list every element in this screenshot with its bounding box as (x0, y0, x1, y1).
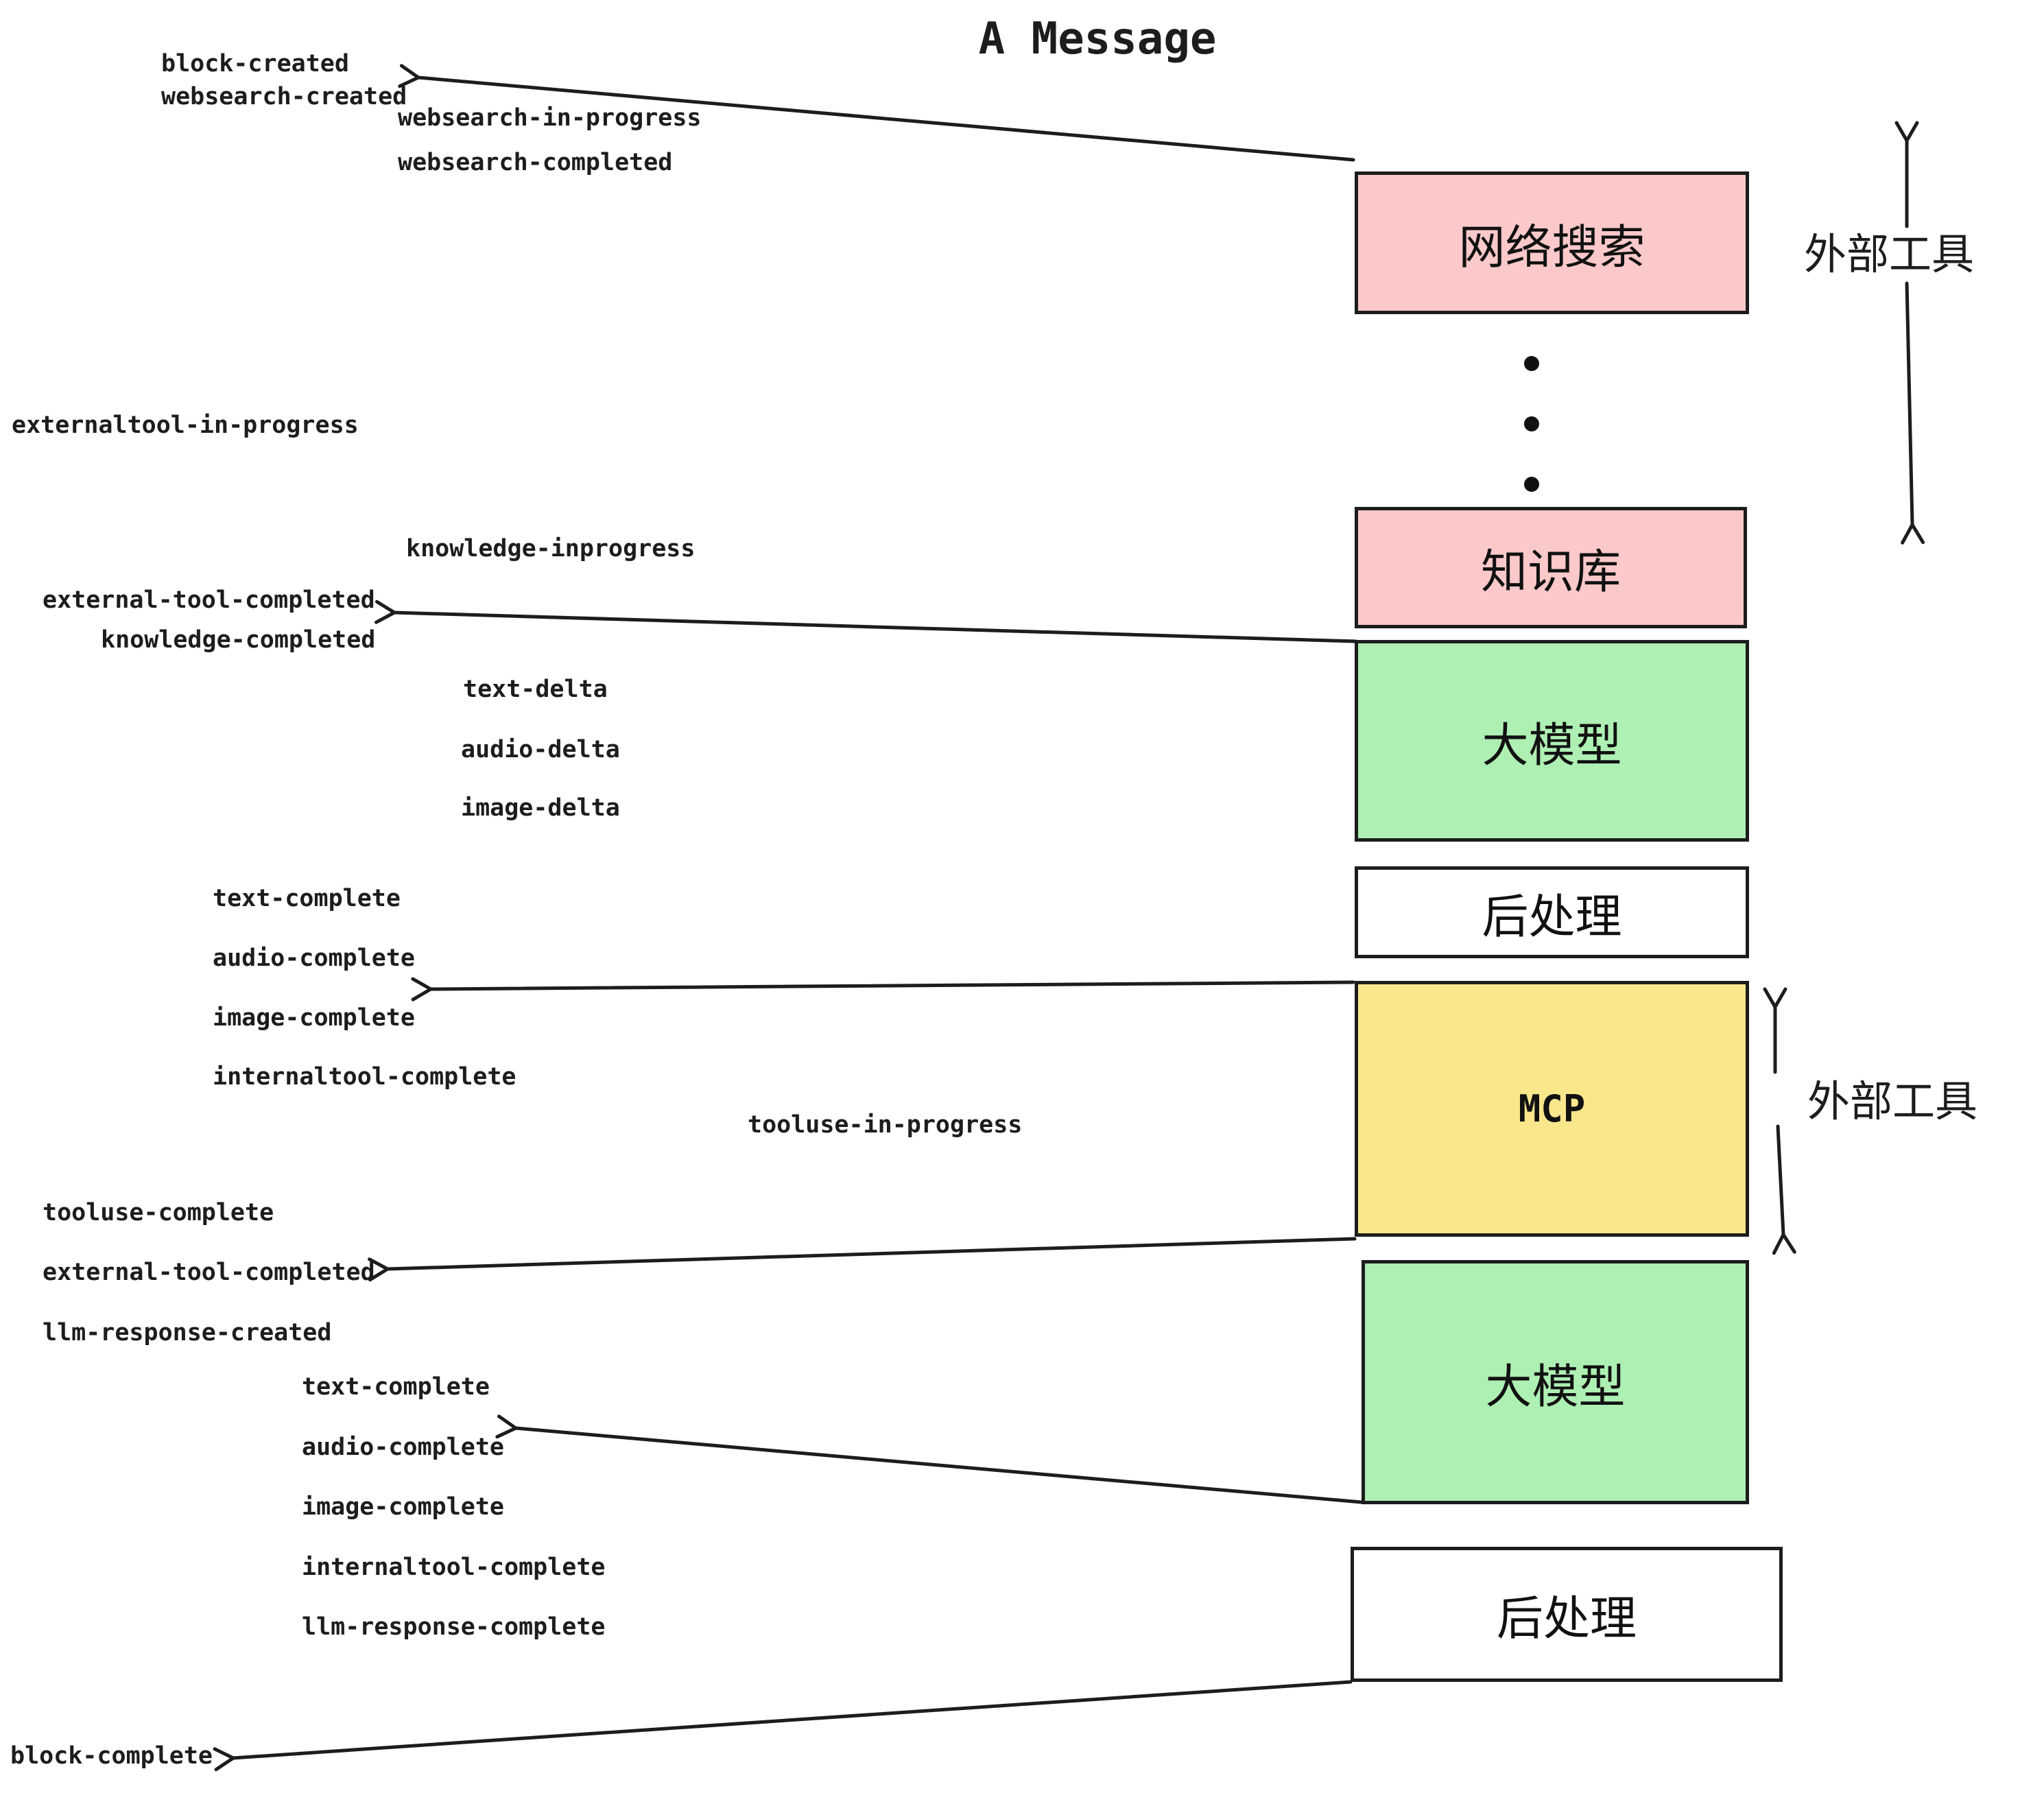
arrow-external-tool-down-1 (1901, 281, 1925, 545)
box-postprocess-1: 后处理 (1355, 866, 1749, 958)
event-label-audio-delta: audio-delta (461, 736, 620, 763)
box-llm-1: 大模型 (1355, 640, 1749, 842)
event-label-knowledge-completed: knowledge-completed (101, 626, 376, 654)
event-label-tooluse-in-progress: tooluse-in-progress (748, 1111, 1023, 1139)
side-label-external-tools-2: 外部工具 (1807, 1076, 1978, 1126)
event-label-internaltool-complete: internaltool-complete (302, 1554, 606, 1581)
event-label-llm-response-complete: llm-response-complete (302, 1613, 606, 1641)
event-label-externaltool-in-progress: externaltool-in-progress (12, 412, 359, 439)
arrow-llm2-to-audio-complete (495, 1414, 1364, 1504)
arrow-external-tool-down-2 (1772, 1124, 1796, 1255)
arrow-postprocess2-to-block-complete (213, 1680, 1353, 1772)
event-label-block-complete: block-complete (10, 1742, 213, 1770)
event-label-image-delta: image-delta (461, 794, 620, 822)
event-label-llm-response-created: llm-response-created (43, 1319, 332, 1346)
event-label-text-complete: text-complete (213, 885, 401, 912)
box-knowledge: 知识库 (1355, 507, 1747, 628)
event-label-external-tool-completed: external-tool-completed (43, 586, 375, 614)
event-label-internaltool-complete: internaltool-complete (213, 1063, 516, 1091)
event-label-knowledge-inprogress: knowledge-inprogress (406, 535, 696, 562)
event-label-tooluse-complete: tooluse-complete (43, 1199, 274, 1226)
ellipsis-dot (1524, 356, 1539, 371)
event-label-external-tool-completed: external-tool-completed (43, 1259, 375, 1286)
event-label-websearch-in-progress: websearch-in-progress (398, 104, 702, 132)
ellipsis-dot (1524, 416, 1539, 431)
box-mcp: MCP (1355, 981, 1749, 1237)
event-label-audio-complete: audio-complete (302, 1434, 505, 1461)
ellipsis-dot (1524, 477, 1539, 492)
event-label-block-created: block-created (161, 50, 349, 78)
event-label-image-complete: image-complete (213, 1004, 416, 1032)
box-postprocess-2: 后处理 (1351, 1547, 1783, 1682)
event-label-text-complete: text-complete (302, 1373, 490, 1401)
event-label-audio-complete: audio-complete (213, 945, 416, 972)
side-label-external-tools-1: 外部工具 (1804, 229, 1975, 279)
box-websearch: 网络搜索 (1355, 171, 1749, 314)
diagram-title: A Message (978, 14, 1217, 64)
event-label-websearch-created: websearch-created (161, 83, 407, 110)
event-label-image-complete: image-complete (302, 1493, 505, 1521)
event-label-websearch-completed: websearch-completed (398, 149, 673, 176)
event-label-text-delta: text-delta (463, 676, 608, 703)
box-llm-2: 大模型 (1362, 1260, 1749, 1504)
arrow-mcp-to-tooluse-complete (368, 1237, 1357, 1282)
arrow-mcp-to-image-complete (411, 977, 1355, 1001)
arrow-llm1-to-knowledge-completed (375, 600, 1358, 643)
